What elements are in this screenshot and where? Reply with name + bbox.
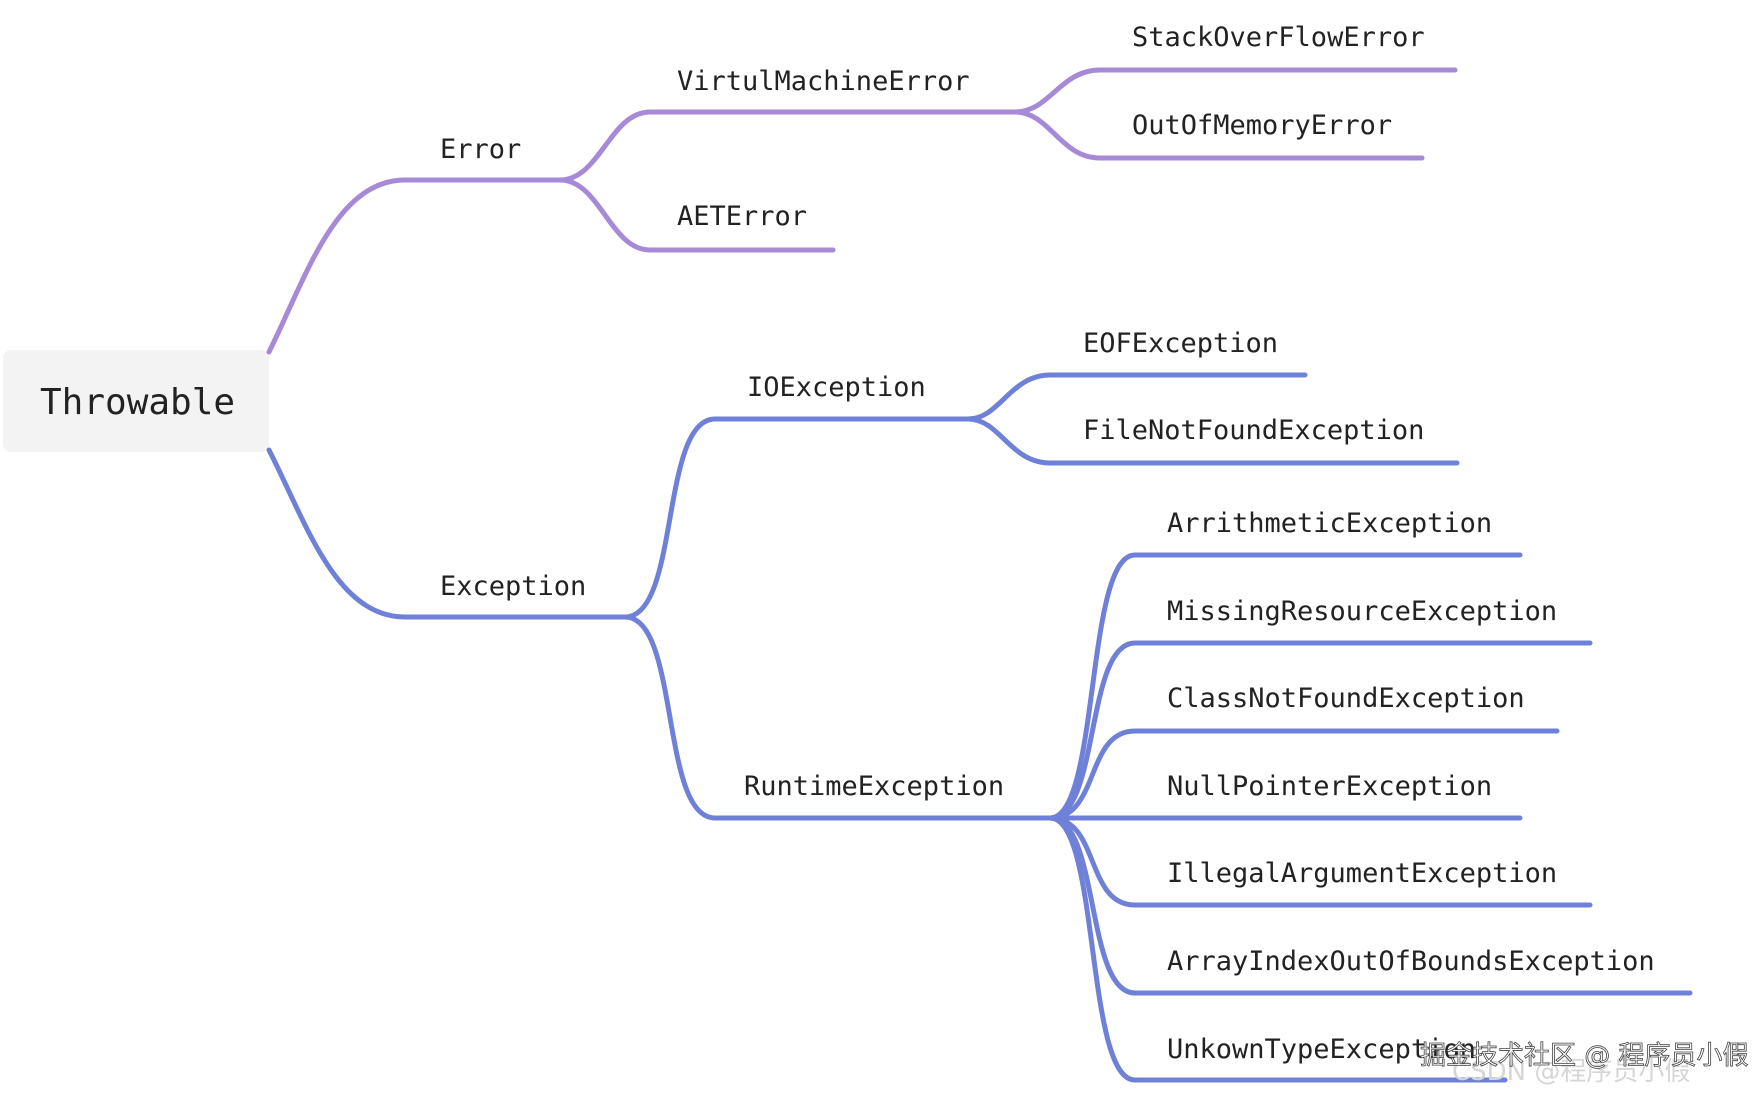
edge-vme-outofmemoryerror <box>1012 109 1425 161</box>
root-node-label: Throwable <box>40 382 235 423</box>
edge-exception-runtimeexception <box>622 614 1053 821</box>
node-virtulmachineerror: VirtulMachineError <box>677 66 970 97</box>
node-arrithmeticexception: ArrithmeticException <box>1167 508 1492 539</box>
node-stackoverflowerror: StackOverFlowError <box>1132 22 1425 53</box>
node-eofexception: EOFException <box>1083 328 1278 359</box>
watermark-faint: CSDN @程序员小假 <box>1452 1057 1690 1087</box>
node-ioexception: IOException <box>747 372 926 403</box>
watermark-overlay: 掘金技术社区 @ 程序员小假 <box>1420 1041 1749 1071</box>
node-illegalargumentexception: IllegalArgumentException <box>1167 858 1557 889</box>
node-outofmemoryerror: OutOfMemoryError <box>1132 110 1392 141</box>
edge-rt-classnotfoundexception <box>1047 728 1560 821</box>
edge-rt-illegalargumentexception <box>1047 815 1593 908</box>
node-classnotfoundexception: ClassNotFoundException <box>1167 683 1525 714</box>
edge-exception-ioexception <box>622 416 971 620</box>
node-error: Error <box>440 134 521 165</box>
edge-vme-stackoverflowerror <box>1012 67 1458 115</box>
error-branch <box>266 67 1458 355</box>
edge-io-filenotfoundexception <box>965 416 1460 466</box>
node-runtimeexception: RuntimeException <box>744 771 1004 802</box>
node-filenotfoundexception: FileNotFoundException <box>1083 415 1424 446</box>
root-node-box <box>3 350 269 452</box>
edge-root-error <box>266 177 563 355</box>
exception-branch <box>266 372 1693 1083</box>
edge-rt-arrithmeticexception <box>1047 552 1523 821</box>
node-missingresourceexception: MissingResourceException <box>1167 596 1557 627</box>
edge-rt-unkowntypeexception <box>1047 815 1508 1083</box>
node-arrayindexoutofboundsexception: ArrayIndexOutOfBoundsException <box>1167 946 1655 977</box>
edge-error-virtulmachineerror <box>557 109 1018 183</box>
edge-rt-missingresourceexception <box>1047 640 1593 821</box>
node-aeterror: AETError <box>677 201 807 232</box>
node-unkowntypeexception: UnkownTypeException <box>1167 1034 1476 1065</box>
edge-io-eofexception <box>965 372 1308 422</box>
edge-root-exception <box>266 447 628 620</box>
node-exception: Exception <box>440 571 586 602</box>
node-nullpointerexception: NullPointerException <box>1167 771 1492 802</box>
edge-error-aeterror <box>557 177 836 253</box>
